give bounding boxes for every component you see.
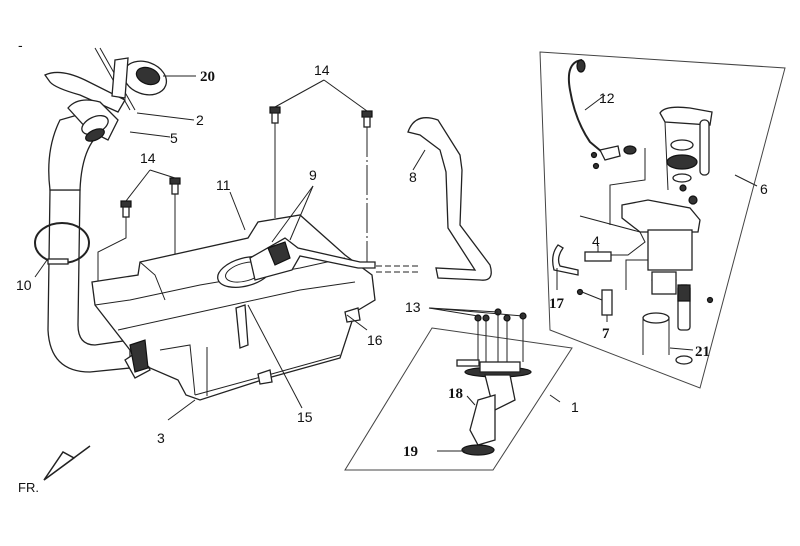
fuel-cap-assembly [94, 47, 168, 111]
callout-14-right: 14 [314, 62, 330, 78]
callout-12: 12 [599, 90, 615, 106]
callout-1: 1 [571, 399, 579, 415]
hose-17 [552, 244, 579, 290]
assembly-frame-1 [344, 327, 573, 471]
callout-8: 8 [409, 169, 417, 185]
fuel-pump-unit [456, 308, 532, 456]
wire-harness [567, 59, 646, 225]
callout-11: 11 [216, 177, 231, 193]
callout-3: 3 [157, 430, 165, 446]
front-direction-label: FR. [18, 480, 39, 495]
callout-15: 15 [297, 409, 313, 425]
front-direction-arrow [43, 445, 91, 481]
callout-21: 21 [695, 344, 710, 360]
callout-18: 18 [448, 386, 463, 402]
vent-tubes [249, 237, 420, 281]
leader-lines [34, 75, 758, 452]
callout-4: 4 [592, 233, 600, 249]
callout-20: 20 [200, 69, 215, 85]
filler-neck-pipe [44, 71, 151, 379]
fuel-tank [91, 214, 376, 401]
vent-hose [407, 117, 492, 281]
callout-19: 19 [403, 444, 418, 460]
corner-mark: - [18, 37, 23, 53]
hose-clamp [34, 222, 90, 265]
callout-2: 2 [196, 112, 204, 128]
callout-labels: 20 2 5 14 14 11 9 8 10 3 15 16 13 1 18 1… [16, 62, 768, 460]
callout-13: 13 [405, 299, 421, 315]
callout-5: 5 [170, 130, 178, 146]
part-4-box [584, 251, 612, 262]
fuel-pump-module [579, 106, 714, 365]
callout-6: 6 [760, 181, 768, 197]
callout-14-left: 14 [140, 150, 156, 166]
callout-16: 16 [367, 332, 383, 348]
callout-7: 7 [602, 326, 610, 342]
assembly-frame-6 [539, 51, 786, 389]
bolts-14-right [269, 106, 373, 268]
callout-9: 9 [309, 167, 317, 183]
callout-10: 10 [16, 277, 32, 293]
part-7-box [601, 289, 613, 316]
callout-17: 17 [549, 296, 565, 312]
